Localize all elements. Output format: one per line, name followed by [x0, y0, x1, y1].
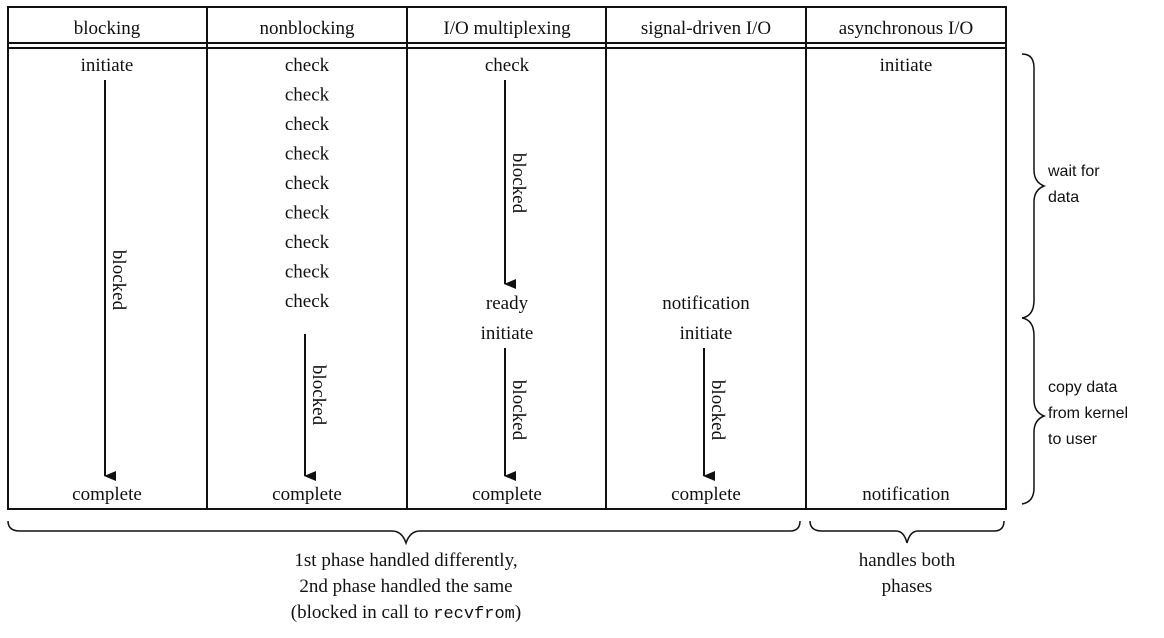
- copy-phase-brace: [1021, 317, 1047, 505]
- wait-phase-line-1: wait for: [1047, 163, 1100, 180]
- bottom-caption-prefix: (blocked in call to: [291, 602, 433, 623]
- recvfrom-code: recvfrom: [433, 605, 515, 624]
- nonblocking-complete: complete: [272, 484, 342, 505]
- copy-phase-line-1: copy data: [1048, 379, 1117, 396]
- header-io-multiplexing: I/O multiplexing: [443, 18, 571, 39]
- multiplexing-blocked-label-2: blocked: [508, 380, 529, 441]
- multiplexing-blocked-label-1: blocked: [508, 153, 529, 214]
- multiplexing-complete: complete: [472, 484, 542, 505]
- nonblocking-check: check: [285, 85, 330, 106]
- signal-notification: notification: [662, 293, 750, 314]
- async-initiate: initiate: [880, 55, 933, 76]
- multiplexing-initiate: initiate: [481, 323, 534, 344]
- multiplexing-check: check: [485, 55, 530, 76]
- nonblocking-check: check: [285, 144, 330, 165]
- bottom-caption-line-2: 2nd phase handled the same: [299, 576, 512, 597]
- copy-phase-line-2: from kernel: [1048, 405, 1128, 422]
- header-blocking: blocking: [74, 18, 141, 39]
- nonblocking-check-list: check check check check check check check check…: [285, 55, 330, 312]
- async-caption-line-2: phases: [882, 576, 933, 597]
- wait-phase-brace: [1021, 53, 1047, 319]
- nonblocking-check: check: [285, 55, 330, 76]
- blocking-initiate: initiate: [81, 55, 134, 76]
- signal-initiate: initiate: [680, 323, 733, 344]
- multiplexing-ready: ready: [486, 293, 529, 314]
- bottom-caption-suffix: ): [515, 602, 521, 623]
- first-four-models-brace: [7, 520, 801, 546]
- signal-complete: complete: [671, 484, 741, 505]
- async-caption-line-1: handles both: [859, 550, 956, 571]
- nonblocking-check: check: [285, 232, 330, 253]
- nonblocking-check: check: [285, 291, 330, 312]
- nonblocking-check: check: [285, 203, 330, 224]
- signal-blocked-label: blocked: [707, 380, 728, 441]
- header-asynchronous-io: asynchronous I/O: [839, 18, 974, 39]
- async-notification: notification: [862, 484, 950, 505]
- wait-phase-line-2: data: [1048, 189, 1079, 206]
- header-nonblocking: nonblocking: [260, 18, 355, 39]
- async-model-brace: [809, 520, 1005, 544]
- header-signal-driven-io: signal-driven I/O: [641, 18, 771, 39]
- nonblocking-blocked-label: blocked: [308, 365, 329, 426]
- nonblocking-check: check: [285, 262, 330, 283]
- blocking-blocked-label: blocked: [108, 250, 129, 311]
- blocking-complete: complete: [72, 484, 142, 505]
- table-frame: [7, 6, 1007, 510]
- bottom-caption-line-1: 1st phase handled differently,: [294, 550, 517, 571]
- nonblocking-check: check: [285, 173, 330, 194]
- bottom-caption-line-3: (blocked in call to recvfrom): [291, 602, 521, 624]
- nonblocking-check: check: [285, 114, 330, 135]
- copy-phase-line-3: to user: [1048, 431, 1098, 448]
